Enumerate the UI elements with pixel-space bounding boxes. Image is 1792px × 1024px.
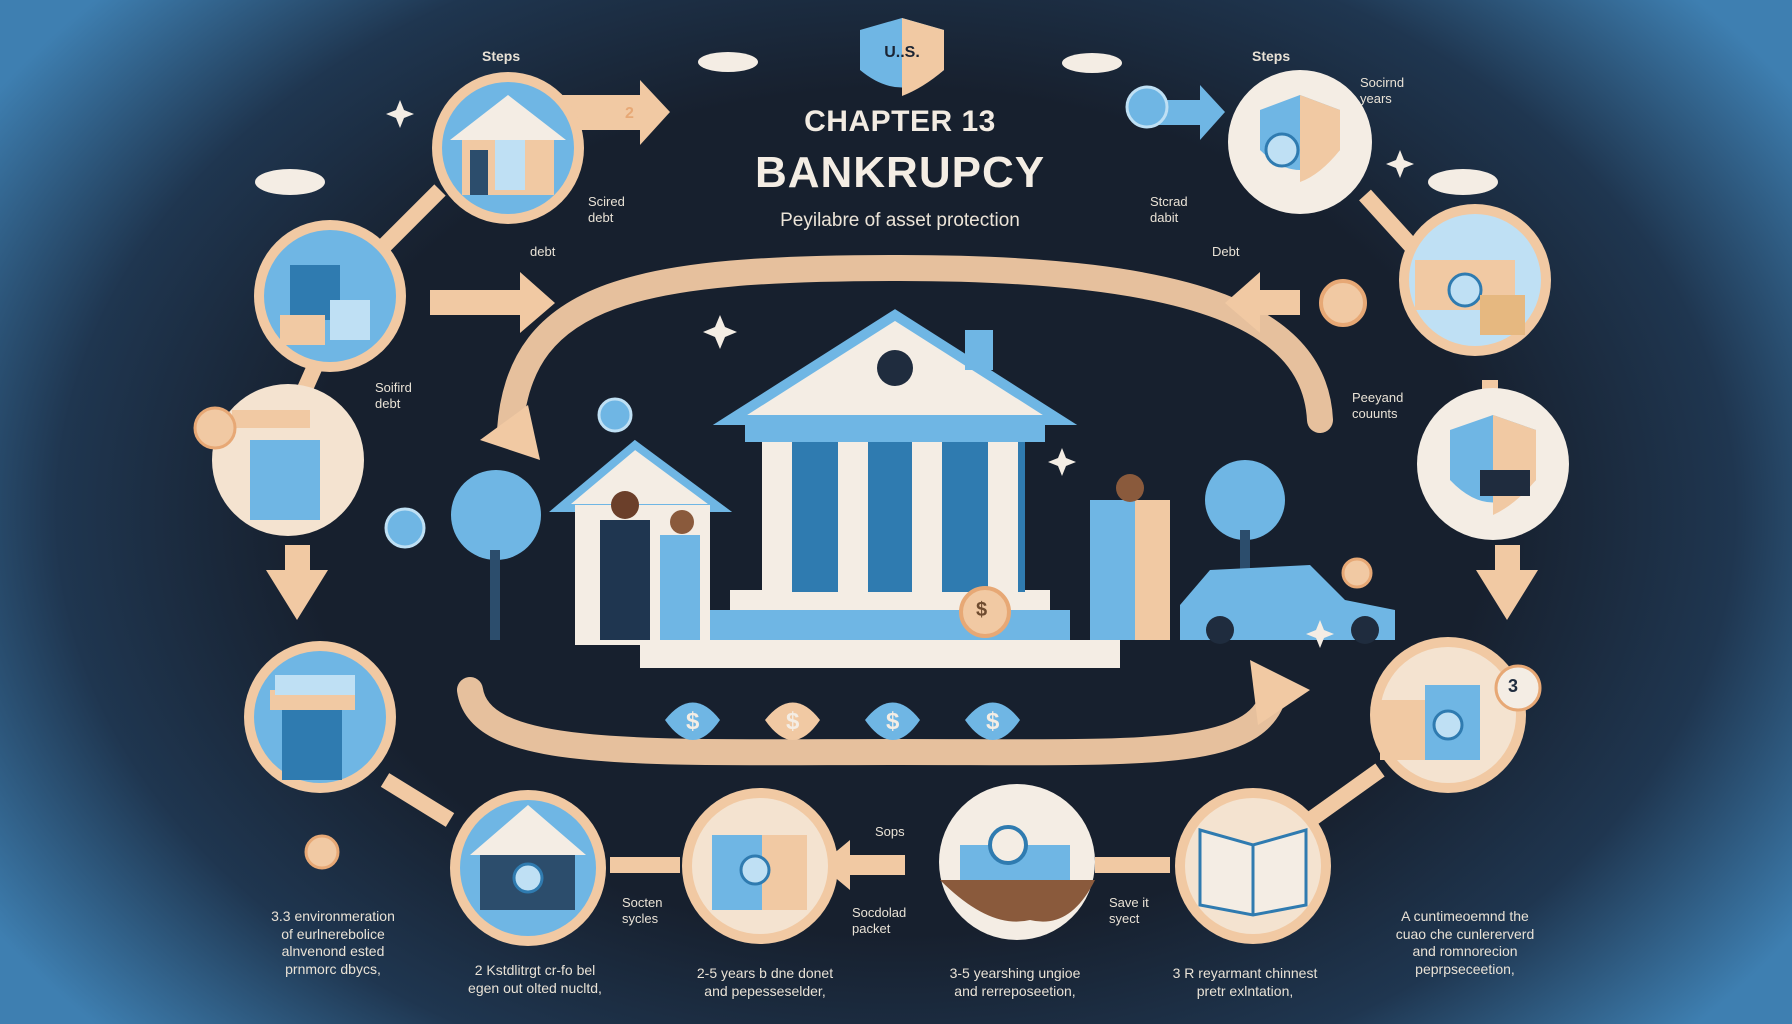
right-circle-4: [1370, 637, 1542, 793]
bottom-secured-sycles-label: Socten sycles: [622, 895, 663, 927]
sparkles: [386, 100, 1414, 648]
diamond-dollar-1: $: [686, 708, 700, 735]
bottom-circle-1: [450, 790, 606, 946]
left-secured-debt-label-1: Scired debt: [588, 194, 625, 226]
left-steps-label: Steps: [482, 48, 521, 64]
bottom-circle-2: [682, 788, 838, 944]
diamond-dollar-2: $: [786, 708, 800, 735]
right-debt-label: Debt: [1212, 244, 1240, 259]
title-chapter: CHAPTER 13: [804, 105, 996, 138]
caption-2: 2 Kstdlitrgt cr-fo bel egen out olted nu…: [468, 962, 602, 996]
badge-label: U..S.: [884, 44, 920, 61]
central-cycle-arrow: [457, 254, 1333, 766]
caption-4: 3-5 yearshing ungioe and rerreposeetion,: [949, 965, 1081, 999]
left-circle-1: [432, 72, 584, 224]
left-circle-3: [193, 384, 364, 536]
central-cycle-arrowheads: [480, 405, 1310, 725]
blue-arrow-right: [1140, 85, 1225, 140]
right-circle-number: 3: [1508, 676, 1519, 696]
left-arrow-number: 2: [625, 105, 634, 122]
right-secured-debt-label: Stcrad dabit: [1150, 194, 1188, 226]
left-circle-4: [244, 641, 396, 793]
bottom-circle-3: [939, 784, 1095, 940]
diamond-dollar-4: $: [986, 708, 1000, 735]
courthouse-scene: [451, 309, 1395, 668]
left-debt-label: debt: [530, 244, 556, 259]
caption-6: A cuntimeoemnd the cuao che cunlererverd…: [1395, 908, 1535, 977]
caption-5: 3 R reyarmant chinnest pretr exlntation,: [1172, 965, 1318, 999]
diamond-dollar-3: $: [886, 708, 900, 735]
dollar-diamonds: [665, 702, 1020, 740]
right-circle-3: [1417, 388, 1569, 540]
left-circle-2: [254, 220, 406, 372]
caption-1: 3.3 environmeration of eurlnerebolice al…: [271, 908, 395, 977]
right-steps-label: Steps: [1252, 48, 1291, 64]
right-payment-accounts-label: Peeyand couunts: [1352, 390, 1404, 422]
left-secured-debt-label-2: Soifird debt: [375, 380, 412, 412]
us-shield-badge: [860, 18, 944, 96]
bottom-steps-small-label: Sops: [875, 824, 905, 839]
bottom-save-it-label: Save it syect: [1109, 895, 1149, 927]
coins: [304, 85, 1373, 870]
subtitle: Peyilabre of asset protection: [780, 210, 1020, 231]
title-main: BANKRUPCY: [754, 148, 1046, 197]
clouds: [255, 52, 1498, 195]
coin-dollar-main: $: [976, 599, 988, 621]
right-secured-years-label: Socirnd years: [1360, 75, 1405, 107]
bottom-circle-4: [1175, 788, 1331, 944]
bottom-secured-packet-label: Socdolad packet: [852, 905, 907, 937]
right-circle-2: [1399, 204, 1551, 356]
caption-3: 2-5 years b dne donet and pepesseselder,: [696, 965, 834, 999]
right-circle-1: [1228, 70, 1372, 214]
